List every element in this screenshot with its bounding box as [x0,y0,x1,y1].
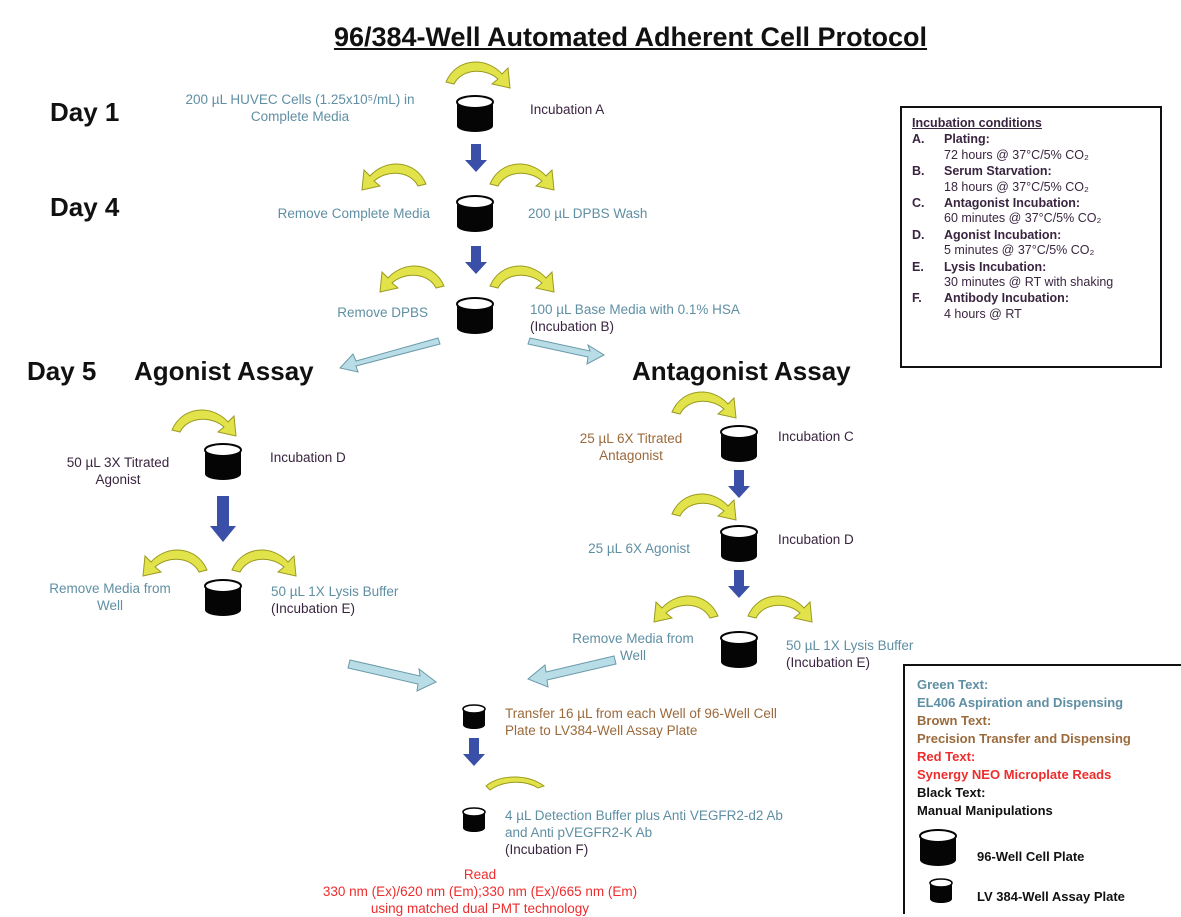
cylinder-plate-icon [462,807,486,833]
cylinder-plate-icon [204,579,242,617]
incubation-item-c: C.Antagonist Incubation: 60 minutes @ 37… [912,196,1102,226]
antagonist-incubation-c-label: Incubation C [778,429,854,444]
cylinder-plate-icon [462,704,486,730]
down-arrow-icon [463,738,485,766]
cylinder-plate-icon [456,297,494,335]
cylinder-plate-icon [720,631,758,669]
curved-arrow-icon [445,61,511,89]
down-arrow-icon [465,246,487,274]
curved-arrow-icon [231,549,297,577]
read-label: Read 330 nm (Ex)/620 nm (Em);330 nm (Ex)… [322,867,638,916]
legend-brown-desc: Precision Transfer and Dispensing [917,731,1131,746]
branch-arrow-icon [527,337,606,365]
curved-arrow-icon [379,265,445,293]
page-title: 96/384-Well Automated Adherent Cell Prot… [333,22,928,52]
incubation-item-e: E.Lysis Incubation: 30 minutes @ RT with… [912,259,1114,290]
antagonist-assay-heading: Antagonist Assay [632,356,851,386]
down-arrow-icon [465,144,487,172]
legend-red-desc: Synergy NEO Microplate Reads [917,767,1112,782]
dpbs-wash-label: 200 µL DPBS Wash [528,206,648,221]
remove-dpbs-label: Remove DPBS [337,305,428,320]
legend-384-well-plate: LV 384-Well Assay Plate [977,889,1125,904]
down-arrow-icon [728,570,750,598]
detection-buffer-label: 4 µL Detection Buffer plus Anti VEGFR2-d… [505,808,783,857]
antagonist-agonist-label: 25 µL 6X Agonist [588,541,690,556]
color-legend-box: Green Text: EL406 Aspiration and Dispens… [903,664,1181,914]
huvec-cells-label: 200 µL HUVEC Cells (1.25x10⁵/mL) in Comp… [185,92,415,124]
day5-label: Day 5 [27,356,97,386]
incubation-conditions-heading: Incubation conditions [912,116,1042,130]
antagonist-titrated-label: 25 µL 6X Titrated Antagonist [579,431,683,463]
incubation-item-b: B.Serum Starvation: 18 hours @ 37°C/5% C… [912,164,1089,194]
day4-label: Day 4 [50,192,120,222]
antagonist-lysis-buffer-label: 50 µL 1X Lysis Buffer (Incubation E) [786,638,914,670]
down-arrow-icon [210,496,236,542]
legend-red-title: Red Text: [917,749,976,764]
curved-arrow-icon [142,549,208,577]
agonist-remove-media-label: Remove Media from Well [49,581,171,613]
branch-arrow-icon [339,337,441,373]
antagonist-remove-media-label: Remove Media from Well [572,631,694,663]
legend-brown-title: Brown Text: [917,713,992,728]
transfer-label: Transfer 16 µL from each Well of 96-Well… [505,706,777,738]
legend-black-desc: Manual Manipulations [917,803,1053,818]
down-arrow-icon [728,470,750,498]
day1-label: Day 1 [50,97,120,127]
agonist-assay-heading: Agonist Assay [134,356,314,386]
incubation-item-f: F.Antibody Incubation: 4 hours @ RT [912,291,1069,321]
cylinder-plate-icon [720,525,758,563]
curved-arrow-icon [671,391,737,419]
curved-arrow-icon [361,163,427,191]
legend-green-desc: EL406 Aspiration and Dispensing [917,695,1124,710]
curved-arrow-icon [489,163,555,191]
legend-96-well-plate: 96-Well Cell Plate [977,849,1085,864]
agonist-lysis-buffer-label: 50 µL 1X Lysis Buffer (Incubation E) [271,584,399,616]
cylinder-plate-icon [456,195,494,233]
incubation-item-a: A.Plating: 72 hours @ 37°C/5% CO₂ [912,132,1089,162]
branch-arrow-icon [527,655,617,688]
incubation-item-d: D.Agonist Incubation: 5 minutes @ 37°C/5… [912,227,1095,258]
cylinder-plate-icon [456,95,494,133]
curved-arrow-icon [671,493,737,521]
curved-arrow-icon [489,265,555,293]
legend-black-title: Black Text: [917,785,986,800]
curved-arrow-icon [653,595,719,623]
agonist-incubation-d-label: Incubation D [270,450,346,465]
legend-green-title: Green Text: [917,677,989,692]
antagonist-incubation-d-label: Incubation D [778,532,854,547]
incubation-conditions-box: Incubation conditions A.Plating: 72 hour… [900,106,1162,368]
base-media-label: 100 µL Base Media with 0.1% HSA (Incubat… [530,302,740,334]
cylinder-plate-icon [204,443,242,481]
remove-complete-media-label: Remove Complete Media [277,206,430,221]
agonist-titrated-label: 50 µL 3X Titrated Agonist [66,455,170,487]
curved-arrow-icon [747,595,813,623]
curved-arrow-icon [171,409,237,437]
branch-arrow-icon [347,659,437,692]
cylinder-plate-icon [720,425,758,463]
incubation-a-label: Incubation A [530,102,605,117]
curved-arrow-icon [485,776,546,791]
